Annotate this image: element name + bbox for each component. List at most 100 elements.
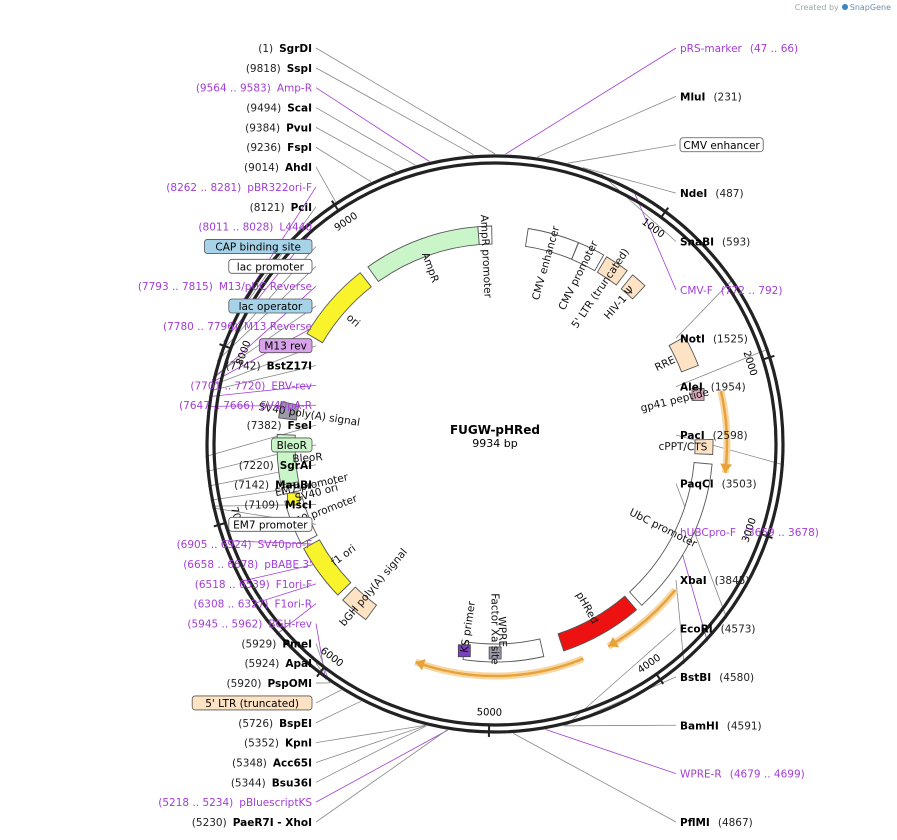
label-pvui[interactable]: (9384)PvuI: [245, 122, 312, 134]
label-kpni[interactable]: (5352)KpnI: [244, 738, 312, 750]
label-maubi[interactable]: (7142)MauBI: [234, 480, 312, 492]
label-m13-puc-reverse[interactable]: (7793 .. 7815)M13/pUC Reverse: [138, 281, 312, 293]
label-name: MscI: [285, 499, 312, 511]
label-fspi[interactable]: (9236)FspI: [246, 142, 312, 154]
label-sgrai[interactable]: (7220)SgrAI: [239, 460, 312, 472]
label-bspei[interactable]: (5726)BspEI: [238, 718, 312, 730]
feature-label: RRE: [653, 354, 677, 374]
label-apai[interactable]: (5924)ApaI: [244, 658, 312, 670]
label-fsei[interactable]: (7382)FseI: [247, 420, 312, 432]
label-pbabe-3[interactable]: (6658 .. 6678)pBABE 3': [183, 559, 312, 571]
label-text: (8262 .. 8281)pBR322ori-F: [166, 182, 312, 194]
label-text: (5726)BspEI: [238, 718, 312, 730]
feature-factor-xa-site[interactable]: Factor Xa site: [489, 593, 502, 665]
label-lac-operator[interactable]: lac operator: [228, 298, 313, 314]
label-text: (9564 .. 9583)Amp-R: [196, 83, 312, 95]
label-bleor[interactable]: BleoR: [271, 437, 313, 453]
label-m13-rev[interactable]: M13 rev: [258, 338, 313, 354]
label-pmei[interactable]: (5929)PmeI: [241, 638, 312, 650]
label-bstz17i[interactable]: (7742)BstZ17I: [226, 361, 312, 373]
label-paci[interactable]: PacI(2598): [680, 430, 748, 442]
label-pbr322ori-f[interactable]: (8262 .. 8281)pBR322ori-F: [166, 182, 312, 194]
label-ebv-rev[interactable]: (7701 .. 7720)EBV-rev: [190, 380, 312, 392]
feature-box: [203, 239, 313, 254]
label-lac-promoter[interactable]: lac promoter: [228, 258, 313, 274]
label-sgrdi[interactable]: (1)SgrDI: [258, 43, 312, 55]
label-position: (9494): [246, 103, 281, 115]
label-msci[interactable]: (7109)MscI: [244, 499, 312, 511]
leader-line: [208, 384, 317, 397]
label-sv40pro-f[interactable]: (6905 .. 6924)SV40pro-F: [177, 539, 312, 551]
label-paer7i-xhoi[interactable]: (5230)PaeR7I - XhoI: [192, 817, 312, 829]
label-position: (7220): [239, 460, 274, 472]
leader-line: [315, 729, 448, 823]
label-xbai[interactable]: XbaI(3845): [680, 575, 750, 587]
feature-phred[interactable]: pHRed: [557, 590, 638, 652]
label-name: lac operator: [239, 301, 303, 313]
label-text: (9236)FspI: [246, 142, 312, 154]
label-wpre-r[interactable]: WPRE-R(4679 .. 4699): [680, 769, 805, 781]
tick-label: 9000: [333, 211, 360, 234]
label-bamhi[interactable]: BamHI(4591): [680, 720, 762, 732]
label-bstbi[interactable]: BstBI(4580): [680, 672, 754, 684]
label-pbluescriptks[interactable]: (5218 .. 5234)pBluescriptKS: [158, 797, 312, 809]
label-position: (7793 .. 7815): [138, 281, 213, 293]
feature-wpre[interactable]: WPRE: [462, 616, 545, 663]
label-amp-r[interactable]: (9564 .. 9583)Amp-R: [196, 83, 312, 95]
label-ecori[interactable]: EcoRI(4573): [680, 624, 756, 636]
feature-ampr-promoter[interactable]: AmpR promoter: [477, 214, 494, 299]
label-text: NotI(1525): [680, 333, 748, 345]
label-hubcpro-f[interactable]: hUBCpro-F(3659 .. 3678): [680, 527, 819, 539]
label-acc65i[interactable]: (5348)Acc65I: [232, 757, 312, 769]
label-position: (1525): [713, 333, 748, 345]
label-text: PaqCI(3503): [680, 478, 757, 490]
label-text: NdeI(487): [680, 188, 744, 200]
leader-line: [537, 96, 677, 158]
label-f1ori-f[interactable]: (6518 .. 6539)F1ori-F: [195, 579, 312, 591]
label-text: WPRE-R(4679 .. 4699): [680, 769, 805, 781]
feature-label: f1 ori: [329, 543, 358, 569]
feature-shape: [303, 539, 352, 596]
label-name: PmeI: [282, 638, 312, 650]
label-cap-binding-site[interactable]: CAP binding site: [203, 239, 313, 254]
label-paqci[interactable]: PaqCI(3503): [680, 478, 757, 490]
label-5-ltr-truncated[interactable]: 5' LTR (truncated): [191, 695, 313, 711]
feature-shape: [596, 256, 628, 286]
label-bgh-rev[interactable]: (5945 .. 5962)BGH-rev: [187, 619, 312, 631]
label-f1ori-r[interactable]: (6308 .. 6327)F1ori-R: [194, 599, 312, 611]
label-pcii[interactable]: (8121)PciI: [250, 202, 312, 214]
label-prs-marker[interactable]: pRS-marker(47 .. 66): [680, 43, 798, 55]
label-l4440[interactable]: (8011 .. 8028)L4440: [198, 222, 312, 234]
label-position: (8121): [250, 202, 285, 214]
label-ahdi[interactable]: (9014)AhdI: [244, 162, 312, 174]
leader-line: [513, 733, 677, 823]
feature-ori[interactable]: ori: [306, 272, 372, 344]
label-name: BleoR: [277, 440, 307, 452]
label-alei[interactable]: AleI(1954): [680, 382, 746, 394]
leader-line: [315, 689, 342, 704]
label-cmv-enhancer[interactable]: CMV enhancer: [679, 137, 764, 153]
feature-cppt-cts[interactable]: cPPT/CTS: [658, 438, 714, 455]
label-sv40pa-r[interactable]: (7647 .. 7666)SV40pA-R: [179, 400, 312, 412]
label-name: XbaI: [680, 575, 707, 587]
snapgene-logo-icon: [841, 4, 848, 10]
label-text: (7780 .. 7796)M13 Reverse: [163, 321, 312, 333]
label-pflmi[interactable]: PflMI(4867): [680, 817, 753, 829]
label-cmv-f[interactable]: CMV-F(772 .. 792): [680, 285, 782, 297]
label-pspomi[interactable]: (5920)PspOMI: [227, 678, 312, 690]
label-sspi[interactable]: (9818)SspI: [246, 63, 312, 75]
label-name: lac promoter: [237, 261, 305, 273]
label-em7-promoter[interactable]: EM7 promoter: [228, 516, 313, 532]
feature-ampr[interactable]: AmpR: [367, 226, 480, 285]
label-bsu36i[interactable]: (5344)Bsu36I: [231, 777, 312, 789]
feature-label: ori: [344, 312, 362, 330]
label-snabi[interactable]: SnaBI(593): [680, 237, 750, 249]
label-m13-reverse[interactable]: (7780 .. 7796)M13 Reverse: [163, 321, 312, 333]
label-text: (7142)MauBI: [234, 480, 312, 492]
label-ndei[interactable]: NdeI(487): [680, 188, 744, 200]
label-noti[interactable]: NotI(1525): [680, 333, 748, 345]
label-position: (593): [722, 237, 750, 249]
label-mlui[interactable]: MluI(231): [680, 91, 742, 103]
label-scai[interactable]: (9494)ScaI: [246, 103, 312, 115]
label-text: (7742)BstZ17I: [226, 361, 312, 373]
